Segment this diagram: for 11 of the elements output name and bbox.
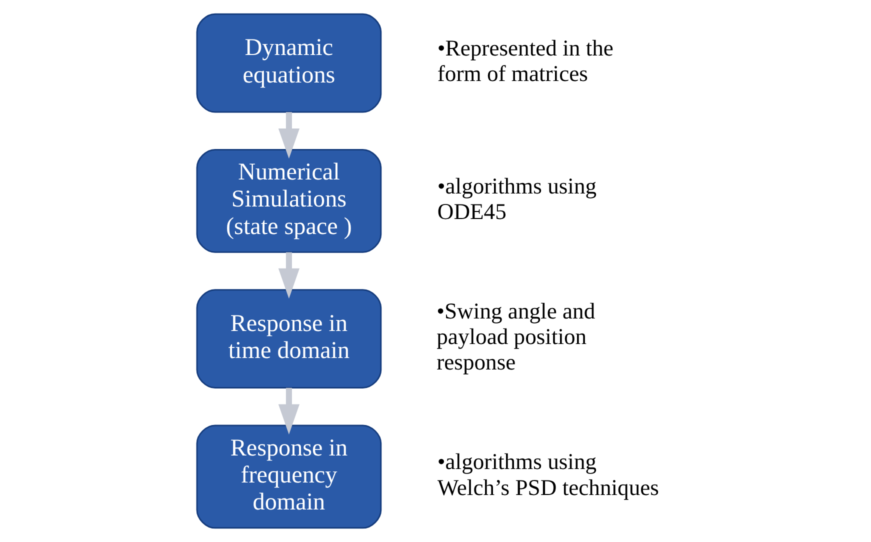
node-label: •algorithms using Welch’s PSD techniques [437, 449, 659, 500]
node-box: Numerical Simulations (state space ) [196, 148, 382, 253]
node-box: Response in frequency domain [196, 424, 382, 529]
node-label: •algorithms using ODE45 [437, 173, 597, 224]
node-box: Response in time domain [196, 289, 382, 389]
arrow [278, 388, 300, 434]
node-label: •Represented in the form of matrices [437, 36, 614, 86]
node-box: Dynamic equations [196, 13, 382, 113]
arrow [278, 252, 300, 299]
node-label: •Swing angle and payload position response [436, 298, 596, 375]
arrow [278, 112, 300, 159]
